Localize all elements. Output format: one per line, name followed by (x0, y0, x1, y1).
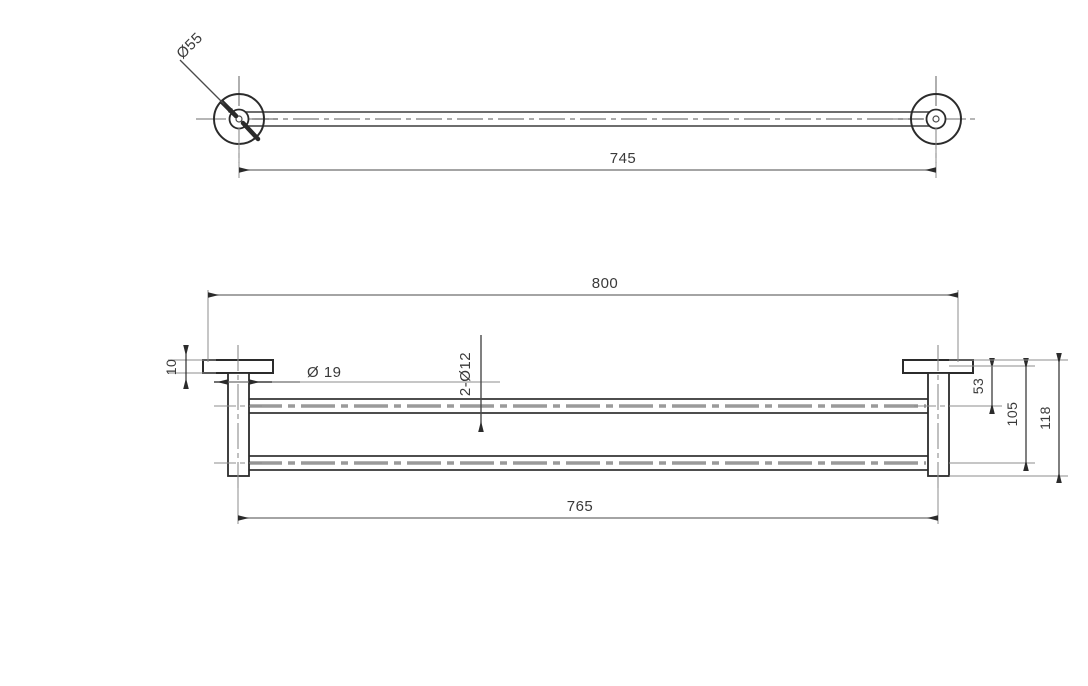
dimension-10: 10 (163, 345, 216, 389)
front-view-lower-rail (235, 455, 939, 471)
dimension-dia55-label: Ø55 (173, 29, 206, 62)
top-view-rail (237, 111, 939, 127)
dimension-dia12-label: 2-Ø12 (457, 352, 474, 396)
dimension-105: 105 (949, 358, 1035, 471)
dimension-118: 118 (949, 353, 1068, 483)
dimension-800-label: 800 (592, 275, 619, 292)
dimension-dia19: Ø 19 (214, 364, 500, 385)
front-view-left-post (202, 345, 274, 492)
dimension-800: 800 (207, 275, 959, 362)
dimension-745: 745 (238, 128, 937, 178)
dimension-765-label: 765 (567, 498, 594, 515)
dimension-53-label: 53 (970, 378, 986, 395)
dimension-118-label: 118 (1037, 406, 1053, 430)
dimension-dia55: Ø55 (173, 29, 233, 113)
front-view: 800 10 Ø 19 2-Ø12 765 (163, 275, 1068, 524)
dimension-765: 765 (237, 476, 939, 524)
top-view: Ø55 745 (173, 29, 979, 178)
dimension-745-label: 745 (610, 150, 637, 167)
dimension-105-label: 105 (1004, 402, 1020, 427)
dimension-dia12: 2-Ø12 (457, 335, 484, 432)
front-view-upper-rail (235, 398, 939, 414)
dimension-dia19-label: Ø 19 (307, 364, 342, 381)
dimension-10-label: 10 (163, 359, 179, 376)
